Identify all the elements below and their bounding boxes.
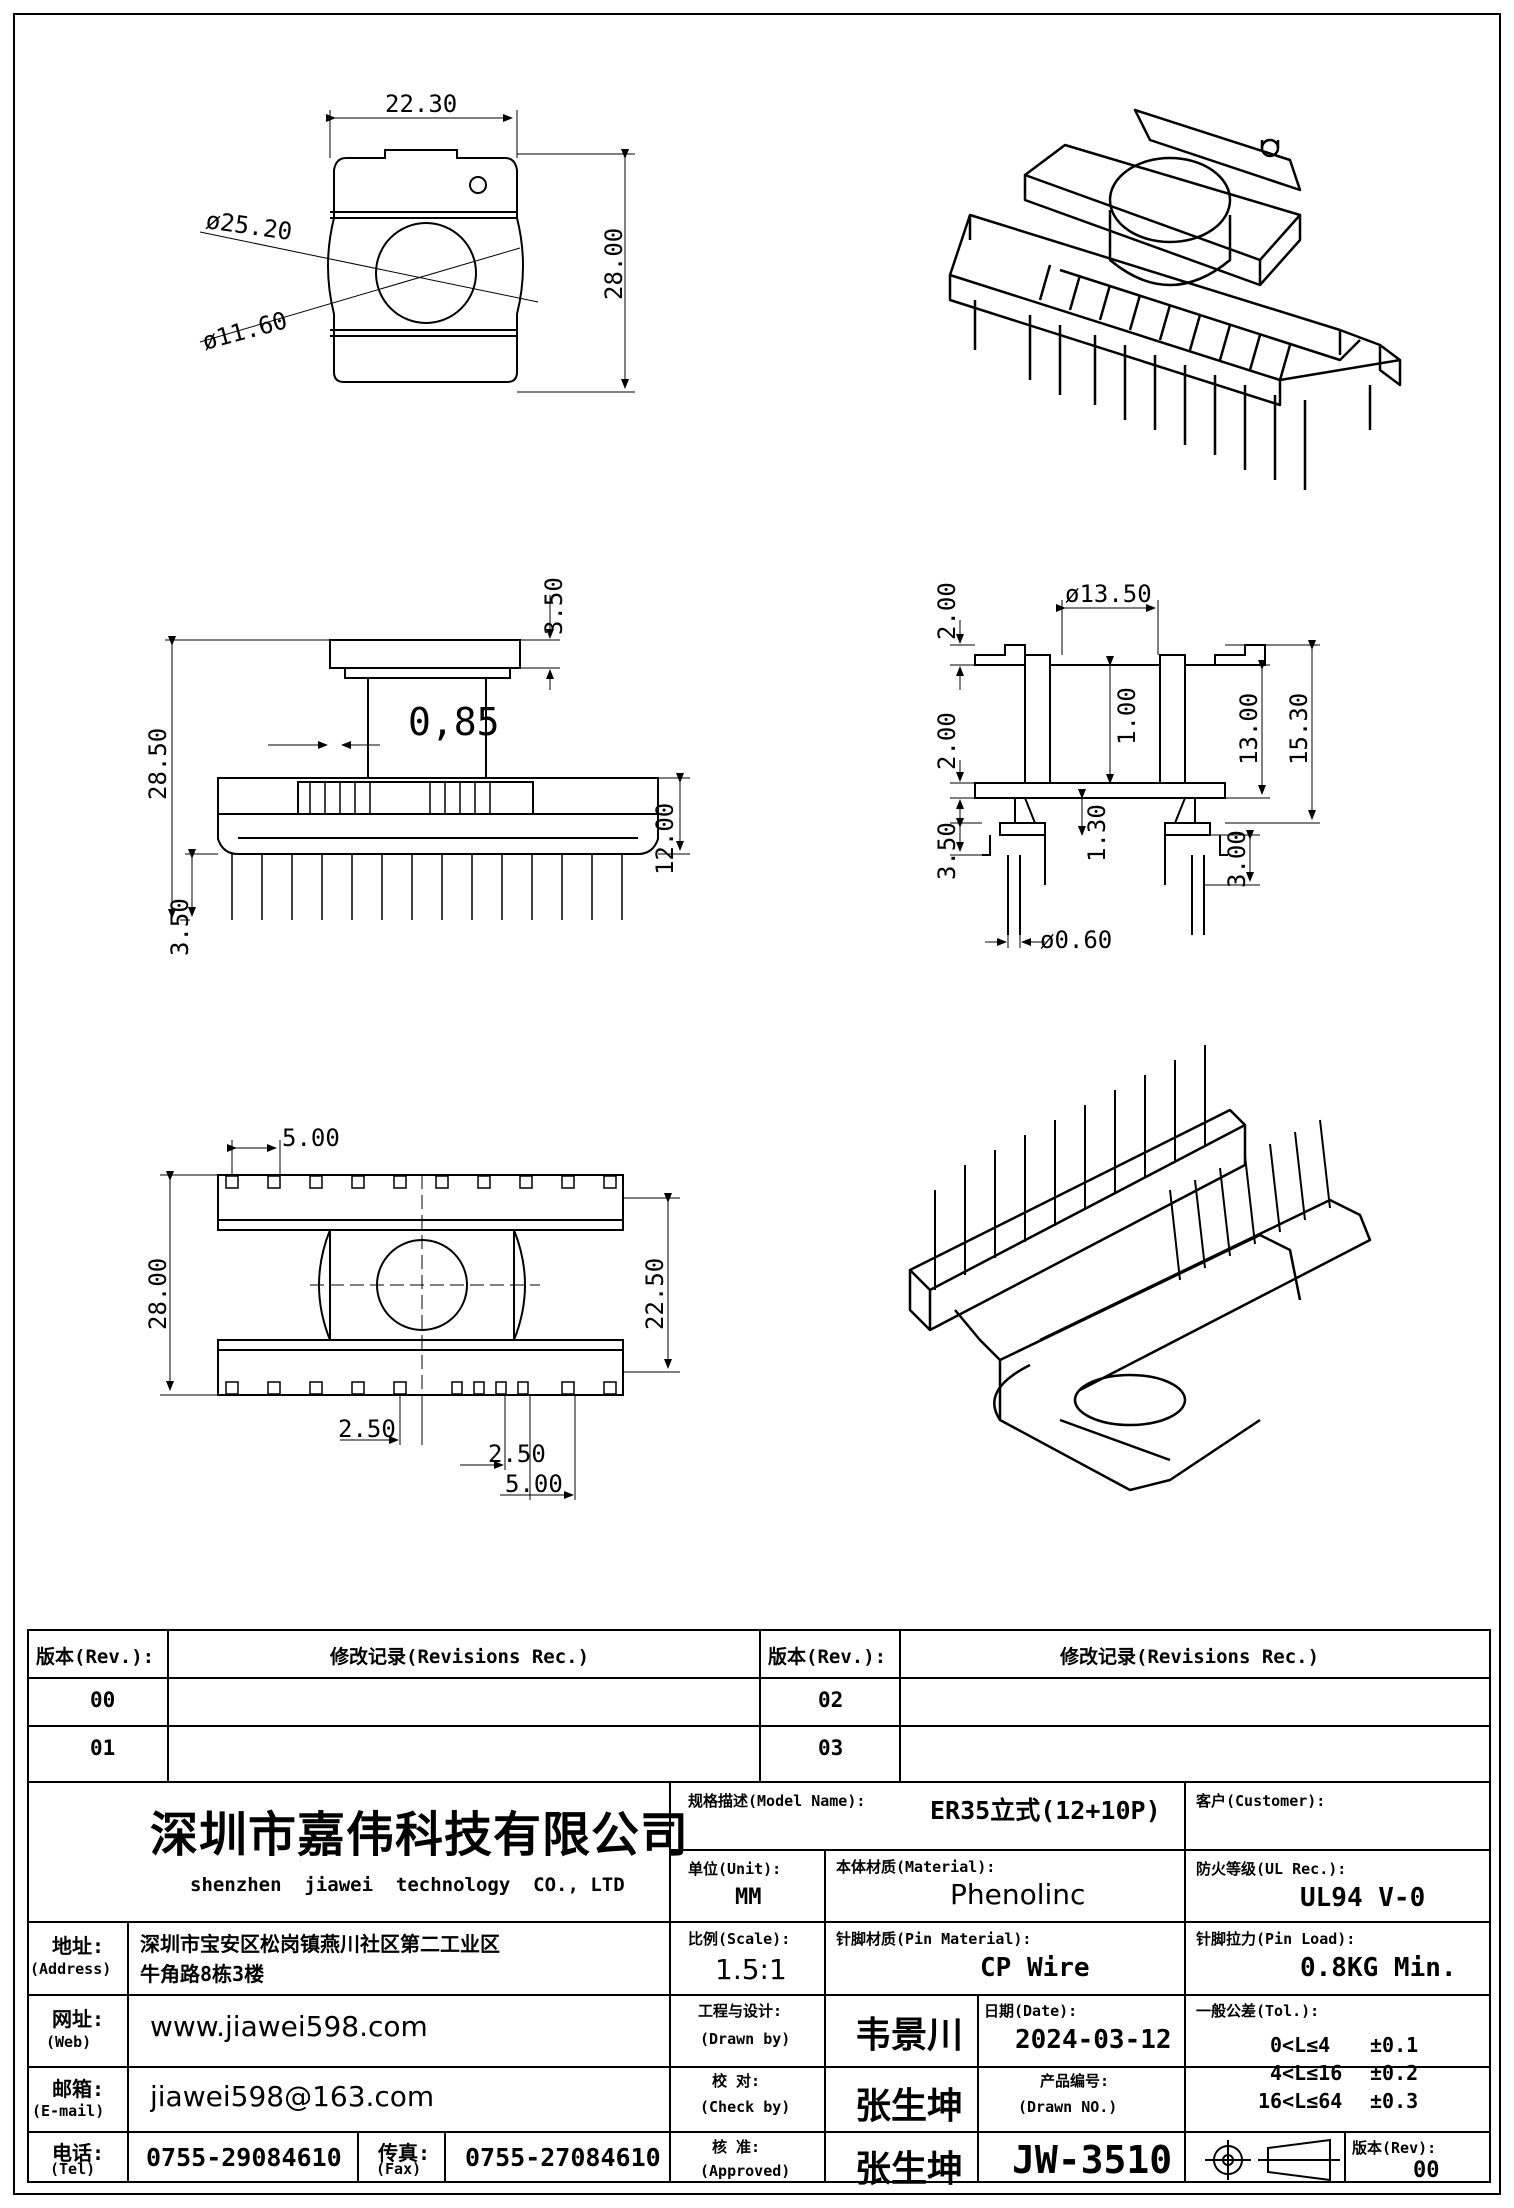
pin-material-value: CP Wire — [980, 1953, 1090, 1983]
dim-bottom-flange: 2.00 — [933, 712, 961, 770]
ul-value: UL94 V-0 — [1300, 1883, 1426, 1913]
designer-name: 韦景川 — [855, 2015, 964, 2056]
scale-label: 比例(Scale): — [688, 1930, 791, 1948]
dim-pitch-a: 2.50 — [338, 1415, 396, 1443]
unit-value: MM — [735, 1885, 762, 1910]
approve-label-en: (Approved) — [700, 2162, 791, 2180]
rev-row-02: 02 — [818, 1688, 844, 1712]
dim-end-pin-length: 3.00 — [1223, 830, 1251, 888]
design-label: 工程与设计: — [698, 2002, 783, 2020]
tel-value: 0755-29084610 — [146, 2143, 342, 2172]
checker-name: 张生坤 — [855, 2086, 964, 2127]
drawing-border — [13, 13, 1501, 2195]
projection-symbol — [1205, 2138, 1340, 2182]
material-label: 本体材质(Material): — [836, 1858, 996, 1876]
check-label-en: (Check by) — [700, 2098, 791, 2116]
model-label: 规格描述(Model Name): — [688, 1792, 866, 1810]
drawing-no-label-en: (Drawn NO.) — [1018, 2098, 1118, 2116]
dim-pin-pitch-top: 5.00 — [282, 1124, 340, 1152]
drawing-number: JW-3510 — [1012, 2138, 1173, 2182]
tel-label-en: (Tel) — [50, 2160, 96, 2178]
fax-value: 0755-27084610 — [465, 2143, 661, 2172]
material-value: Phenolinc — [950, 1878, 1086, 1911]
dim-top-flange: 3.50 — [540, 577, 568, 635]
top-view — [199, 110, 635, 393]
dim-height: 28.00 — [600, 228, 628, 300]
isometric-view-bottom — [908, 1045, 1372, 1492]
date-value: 2024-03-12 — [1015, 2025, 1172, 2055]
tolerance-label: 一般公差(Tol.): — [1196, 2002, 1320, 2020]
company-name: 深圳市嘉伟科技有限公司 — [150, 1807, 690, 1863]
web-label-en: (Web) — [46, 2033, 92, 2051]
rev-value: 00 — [1413, 2158, 1440, 2183]
tol-value-2: ±0.2 — [1370, 2061, 1419, 2085]
dim-bottom-overall: 28.00 — [144, 1258, 172, 1330]
customer-label: 客户(Customer): — [1196, 1792, 1326, 1810]
tol-range-3: 16<L≤64 — [1258, 2089, 1343, 2113]
email-label-en: (E-mail) — [32, 2102, 105, 2120]
check-label: 校 对: — [712, 2072, 761, 2090]
dim-base-step: 3.50 — [933, 822, 961, 880]
approve-label: 核 准: — [712, 2138, 761, 2156]
scale-value: 1.5:1 — [715, 1953, 787, 1986]
dim-row-spacing: 22.50 — [641, 1258, 669, 1330]
dim-outer-diameter: ø25.20 — [204, 206, 294, 246]
model-value: ER35立式(12+10P) — [930, 1796, 1161, 1825]
dim-pitch-c: 5.00 — [505, 1470, 563, 1498]
unit-label: 单位(Unit): — [688, 1860, 782, 1878]
dim-pin-length: 3.50 — [166, 898, 194, 956]
email-label: 邮箱: — [52, 2077, 105, 2101]
address-label-en: (Address) — [30, 1960, 112, 1978]
rec-header-left: 修改记录(Revisions Rec.) — [330, 1646, 590, 1668]
design-label-en: (Drawn by) — [700, 2030, 791, 2048]
fax-label: 传真: — [378, 2141, 431, 2165]
side-view — [165, 595, 690, 921]
dim-base-height: 12.00 — [651, 803, 679, 875]
end-view — [950, 600, 1320, 948]
rev-row-01: 01 — [90, 1736, 116, 1760]
rev-row-00: 00 — [90, 1688, 116, 1712]
rev-header-left: 版本(Rev.): — [36, 1646, 155, 1668]
dim-winding-height: 13.00 — [1235, 693, 1263, 765]
tol-value-3: ±0.3 — [1370, 2089, 1419, 2113]
dim-window: 1.00 — [1113, 687, 1141, 745]
rec-header-right: 修改记录(Revisions Rec.) — [1060, 1646, 1320, 1668]
website-link[interactable]: www.jiawei598.com — [150, 2010, 428, 2043]
address-line1: 深圳市宝安区松岗镇燕川社区第二工业区 — [140, 1932, 500, 1956]
drawing-no-label: 产品编号: — [1040, 2072, 1110, 2090]
fax-label-en: (Fax) — [376, 2160, 422, 2178]
dim-total-height: 28.50 — [144, 728, 172, 800]
dim-gap: 0,85 — [408, 700, 500, 744]
date-label: 日期(Date): — [984, 2002, 1078, 2020]
dim-pitch-b: 2.50 — [488, 1440, 546, 1468]
dim-lip: 1.30 — [1083, 804, 1111, 862]
dim-end-top-flange: 2.00 — [933, 582, 961, 640]
isometric-view-top — [948, 108, 1402, 490]
pin-load-label: 针脚拉力(Pin Load): — [1196, 1930, 1356, 1948]
rev-label: 版本(Rev): — [1352, 2139, 1437, 2157]
company-name-en: shenzhen jiawei technology CO., LTD — [190, 1874, 625, 1896]
dim-overall: 15.30 — [1285, 693, 1313, 765]
email-link[interactable]: jiawei598@163.com — [150, 2080, 435, 2113]
dim-inner-diameter: ø11.60 — [199, 306, 290, 355]
tel-label: 电话: — [52, 2141, 105, 2165]
rev-header-right: 版本(Rev.): — [768, 1646, 887, 1668]
rev-row-03: 03 — [818, 1736, 844, 1760]
address-label: 地址: — [52, 1934, 105, 1958]
dim-pin-diameter: ø0.60 — [1040, 926, 1112, 954]
title-block-grid — [27, 1629, 1491, 2183]
tol-range-1: 0<L≤4 — [1270, 2033, 1331, 2057]
tol-range-2: 4<L≤16 — [1270, 2061, 1343, 2085]
dim-core-diameter: ø13.50 — [1065, 580, 1152, 608]
pin-material-label: 针脚材质(Pin Material): — [836, 1930, 1032, 1948]
address-line2: 牛角路8栋3楼 — [140, 1962, 265, 1986]
bottom-view — [160, 1140, 680, 1500]
ul-label: 防火等级(UL Rec.): — [1196, 1860, 1347, 1878]
approver-name: 张生坤 — [855, 2149, 964, 2190]
tol-value-1: ±0.1 — [1370, 2033, 1419, 2057]
dim-width: 22.30 — [385, 90, 457, 118]
pin-load-value: 0.8KG Min. — [1300, 1953, 1457, 1983]
web-label: 网址: — [52, 2007, 105, 2031]
